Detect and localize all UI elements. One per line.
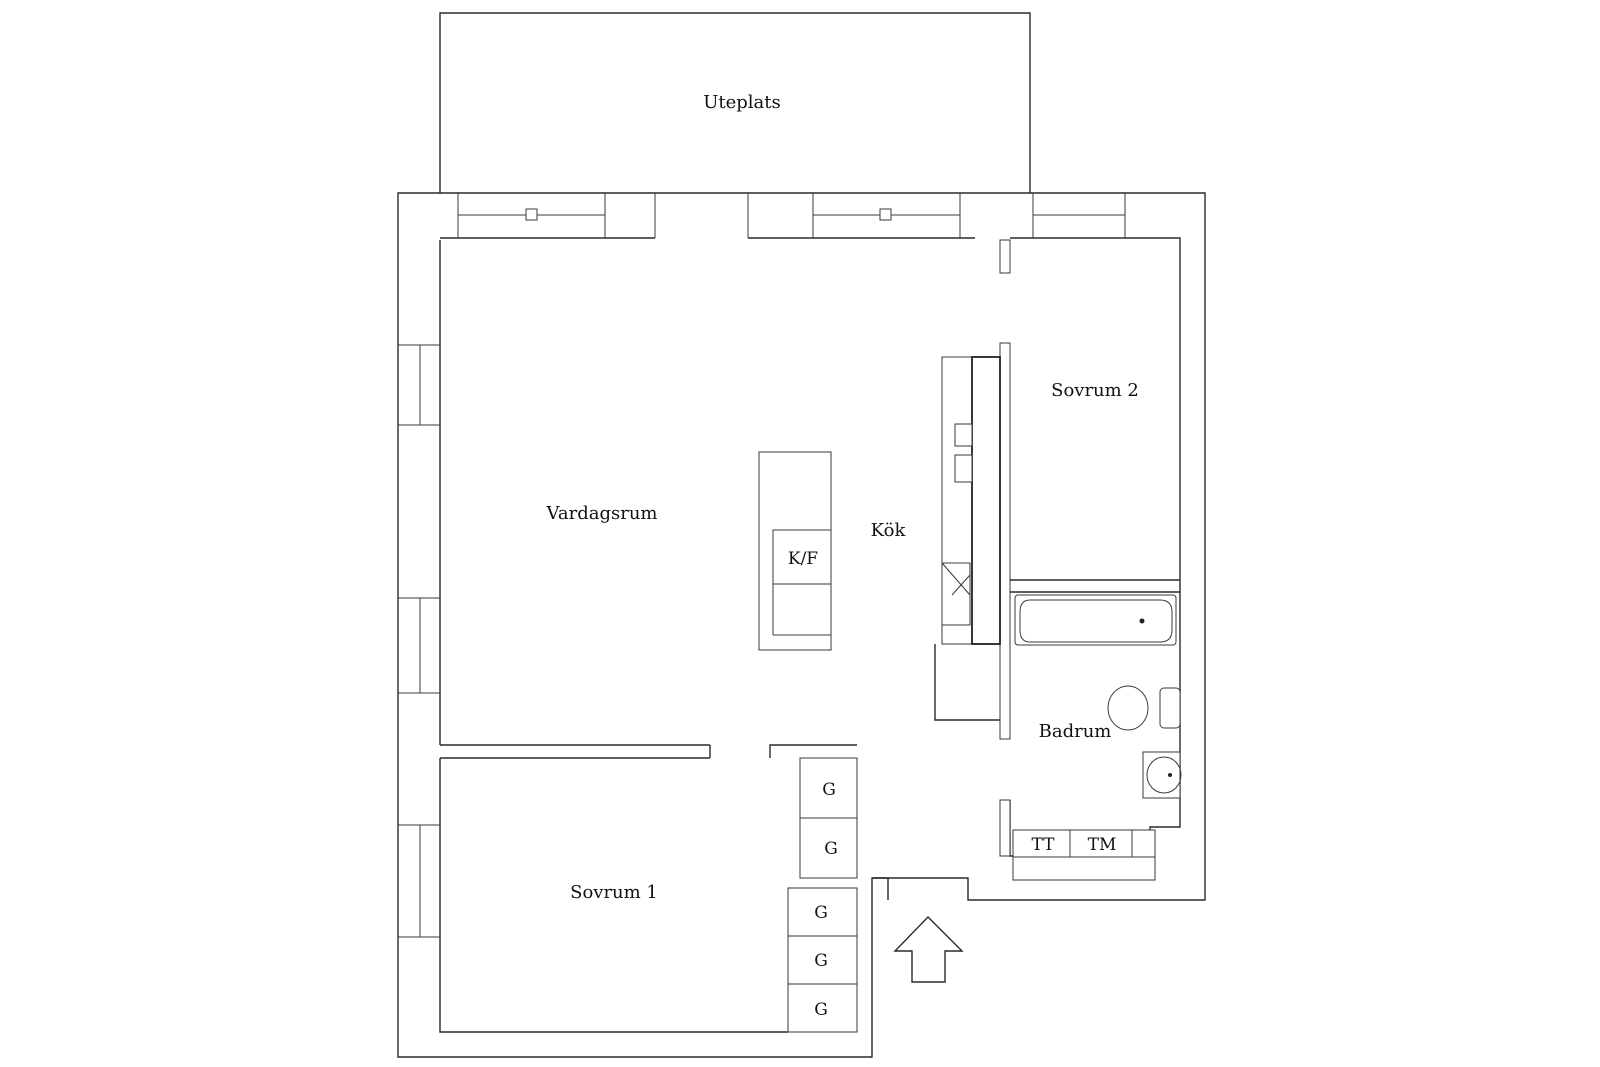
windows-left [398, 344, 440, 938]
kitchen-island [758, 451, 832, 651]
label-kok: Kök [871, 520, 907, 541]
windows-top [457, 193, 1126, 238]
label-wardrobe: G [814, 903, 828, 923]
label-fridge-freezer: K/F [788, 549, 818, 569]
label-vardagsrum: Vardagsrum [546, 503, 658, 524]
label-wardrobe: G [814, 1000, 828, 1020]
bathroom-fixtures [1014, 594, 1182, 799]
label-wardrobe: G [824, 839, 838, 859]
patio [439, 12, 1031, 193]
label-badrum: Badrum [1039, 721, 1112, 742]
label-uteplats: Uteplats [703, 92, 781, 113]
label-dryer: TM [1088, 835, 1117, 855]
interior-walls [934, 239, 1180, 857]
outer-walls [397, 192, 1206, 1058]
laundry-units [1012, 829, 1156, 881]
label-wardrobe: G [822, 780, 836, 800]
kitchen-counter [941, 356, 1001, 645]
entrance-arrow-icon [893, 916, 964, 983]
label-wardrobe: G [814, 951, 828, 971]
label-sovrum1: Sovrum 1 [570, 882, 658, 903]
label-sovrum2: Sovrum 2 [1051, 380, 1139, 401]
label-washer: TT [1032, 835, 1056, 855]
wardrobes [787, 757, 858, 1033]
